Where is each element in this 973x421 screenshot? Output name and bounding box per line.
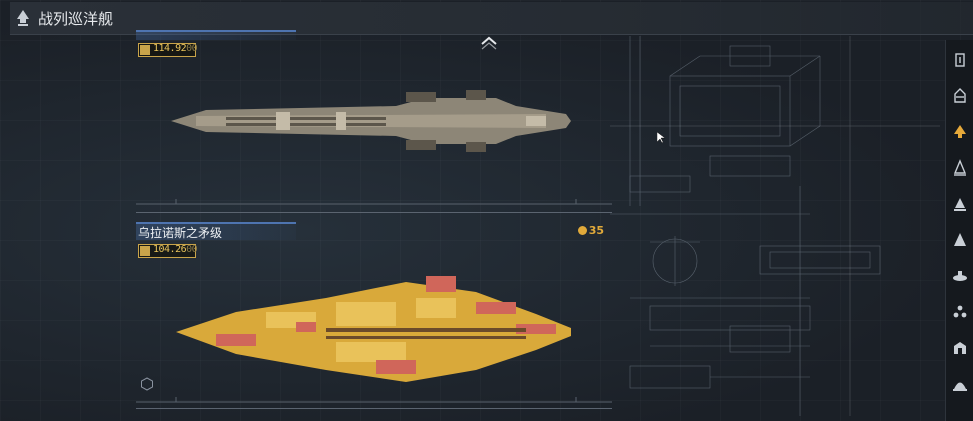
- length-ruler: [136, 397, 612, 403]
- power-value: 114.92: [153, 43, 187, 54]
- power-icon: [140, 45, 150, 55]
- cost-badge: 35: [577, 224, 604, 237]
- hexagon-icon[interactable]: [140, 377, 154, 391]
- frigate-icon: [954, 88, 966, 103]
- corvette-icon: [955, 53, 965, 67]
- ship-name: 乌拉诺斯之矛级: [138, 226, 223, 240]
- destroyer-icon: [953, 159, 967, 176]
- sidebar-item-station[interactable]: [950, 338, 970, 358]
- battlecruiser-icon: [954, 125, 966, 138]
- ship-class-icon: [17, 10, 29, 26]
- cruiser-icon: [954, 198, 966, 211]
- card-divider: [136, 408, 612, 409]
- cost-icon: [577, 226, 587, 235]
- sidebar-item-auxiliary[interactable]: [950, 302, 970, 322]
- cost-value: 35: [588, 224, 604, 237]
- power-rating: 104.2600: [138, 244, 198, 258]
- card-divider: [136, 212, 612, 213]
- sidebar-item-battlecruiser[interactable]: [950, 122, 970, 142]
- power-suffix: 00: [186, 244, 198, 255]
- title-bar: 战列巡洋舰: [10, 2, 973, 35]
- battleship-icon: [954, 233, 966, 246]
- ship-card[interactable]: 乌拉诺斯之矛级 35 104.2600: [136, 222, 612, 412]
- ship-card[interactable]: 114.9200: [136, 30, 612, 216]
- flagship-icon: [953, 382, 967, 391]
- sidebar-item-corvette[interactable]: [950, 50, 970, 70]
- page-title: 战列巡洋舰: [38, 10, 114, 28]
- mouse-cursor-icon: [657, 132, 665, 144]
- ship-name-banner: [136, 30, 296, 40]
- sidebar-item-destroyer[interactable]: [950, 158, 970, 178]
- sidebar-item-frigate[interactable]: [950, 86, 970, 106]
- ship-model: [171, 90, 571, 152]
- blueprint-schematic: [610, 36, 940, 416]
- ship-model: [176, 276, 571, 382]
- station-icon: [954, 342, 966, 354]
- chevron-up-icon[interactable]: [480, 36, 498, 50]
- power-suffix: 00: [186, 43, 198, 54]
- aux-ship-icon: [953, 305, 967, 318]
- sidebar-item-battleship[interactable]: [950, 230, 970, 250]
- ship-name-banner: 乌拉诺斯之矛级: [136, 222, 296, 240]
- sidebar-item-flagship[interactable]: [950, 374, 970, 394]
- power-icon: [140, 246, 150, 256]
- power-rating: 114.9200: [138, 43, 198, 57]
- ship-class-sidebar: [945, 40, 973, 421]
- power-value: 104.26: [153, 244, 187, 255]
- carrier-icon: [953, 271, 967, 281]
- length-ruler: [136, 199, 612, 205]
- sidebar-item-cruiser[interactable]: [950, 194, 970, 214]
- sidebar-item-carrier[interactable]: [950, 266, 970, 286]
